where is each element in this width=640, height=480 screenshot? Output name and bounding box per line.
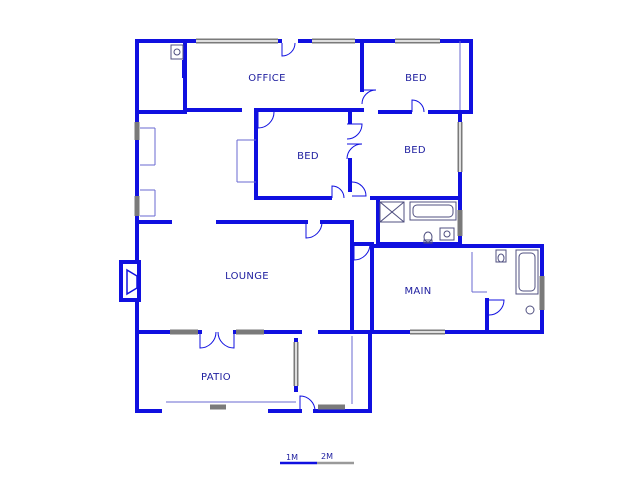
room-label-lounge: LOUNGE [225,271,269,282]
room-label-office: OFFICE [248,73,285,84]
room-label-patio: PATIO [201,372,231,383]
walls [135,39,544,413]
room-label-bed-top-right: BED [405,73,427,84]
thin-lines [140,41,487,404]
scale-label-2m: 2M [321,452,333,461]
scale-bar: 1M 2M [280,452,354,465]
window-panes [196,40,461,386]
room-label-main: MAIN [404,286,431,297]
door-swings [199,42,505,412]
room-label-bed-center: BED [297,151,319,162]
fixtures [170,44,539,315]
fireplace [119,260,141,302]
scale-label-1m: 1M [286,453,298,462]
room-labels: OFFICE BED BED BED LOUNGE MAIN PATIO [201,73,431,383]
room-label-bed-right: BED [404,145,426,156]
